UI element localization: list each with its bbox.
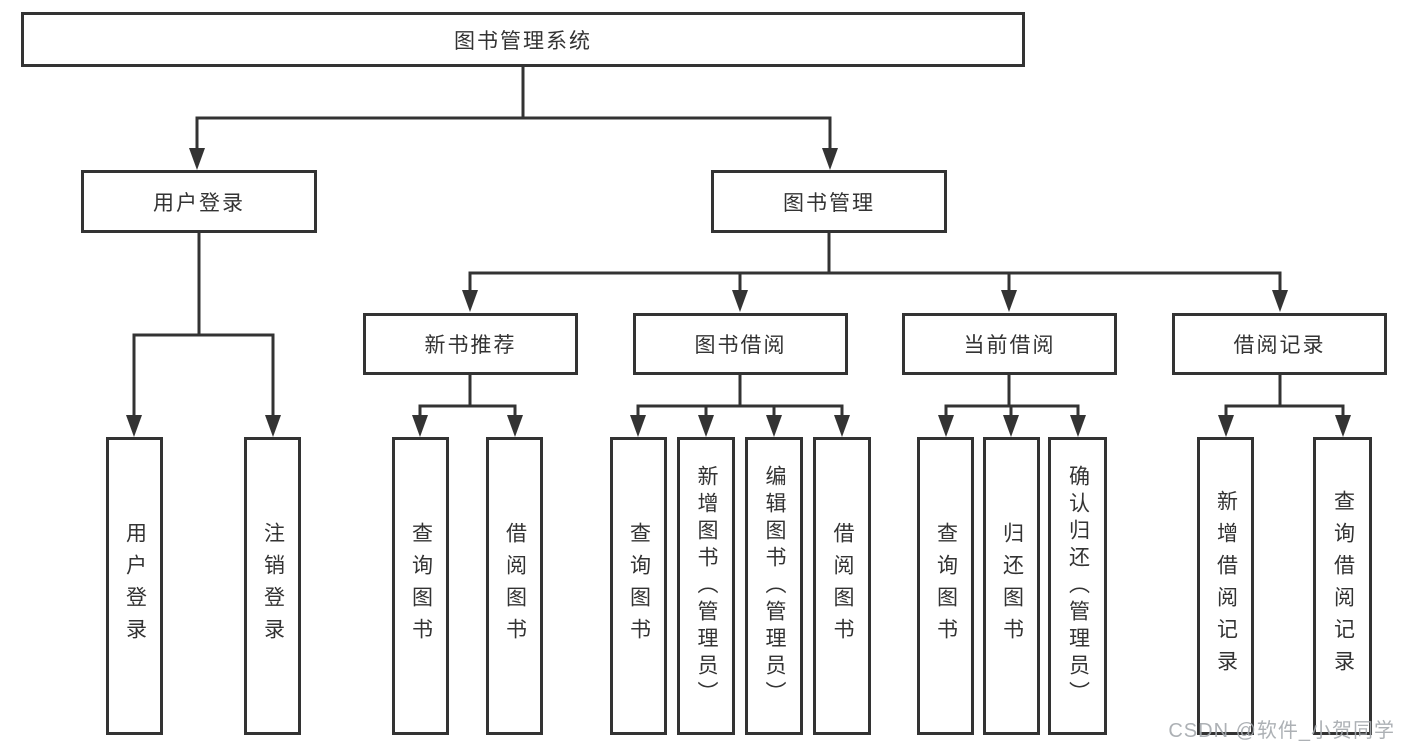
node-user-login-label: 用户登录: [153, 191, 245, 215]
node-borrow-records: 借阅记录: [1172, 313, 1387, 375]
leaf-query-borrow-record: 查询借阅记录: [1313, 437, 1372, 735]
leaf-return-books: 归还图书: [983, 437, 1040, 735]
leaf-confirm-return-admin: 确认归还（管理员）: [1048, 437, 1107, 735]
leaf-borrow-query-books-label: 查询图书: [627, 522, 651, 650]
leaf-borrow-books: 借阅图书: [813, 437, 871, 735]
node-borrow-records-label: 借阅记录: [1233, 334, 1326, 357]
connector-management-branch: [468, 232, 1282, 294]
leaf-add-borrow-record-label: 新增借阅记录: [1214, 490, 1238, 682]
leaf-recommend-query-books-label: 查询图书: [409, 522, 433, 650]
leaf-logout-label: 注销登录: [261, 522, 285, 650]
leaf-user-login: 用户登录: [106, 437, 163, 735]
leaf-borrow-query-books: 查询图书: [610, 437, 667, 735]
node-new-book-recommend-label: 新书推荐: [424, 334, 517, 357]
node-current-borrow: 当前借阅: [902, 313, 1117, 375]
csdn-watermark: CSDN @软件_小贺同学: [1168, 720, 1395, 742]
leaf-query-borrow-record-label: 查询借阅记录: [1331, 490, 1355, 682]
node-book-borrow-label: 图书借阅: [694, 334, 787, 357]
node-user-login: 用户登录: [81, 170, 317, 233]
leaf-edit-books-admin-label: 编辑图书（管理员）: [763, 464, 786, 708]
node-root-label: 图书管理系统: [454, 29, 592, 53]
leaf-add-borrow-record: 新增借阅记录: [1197, 437, 1254, 735]
node-current-borrow-label: 当前借阅: [963, 334, 1056, 357]
leaf-add-books-admin: 新增图书（管理员）: [677, 437, 735, 735]
leaf-recommend-borrow-books-label: 借阅图书: [503, 522, 527, 650]
leaf-return-books-label: 归还图书: [1000, 522, 1024, 650]
leaf-add-books-admin-label: 新增图书（管理员）: [695, 464, 718, 708]
leaf-borrow-books-label: 借阅图书: [831, 522, 854, 650]
connector-login-branch: [132, 232, 275, 419]
connector-current-branch: [944, 374, 1080, 419]
leaf-edit-books-admin: 编辑图书（管理员）: [745, 437, 803, 735]
connector-borrow-branch: [636, 374, 844, 419]
connector-recommend-branch: [418, 374, 517, 419]
node-new-book-recommend: 新书推荐: [363, 313, 578, 375]
leaf-user-login-label: 用户登录: [123, 522, 147, 650]
node-book-management-label: 图书管理: [783, 191, 875, 215]
leaf-current-query-books-label: 查询图书: [934, 522, 958, 650]
leaf-recommend-borrow-books: 借阅图书: [486, 437, 543, 735]
leaf-current-query-books: 查询图书: [917, 437, 974, 735]
arrowheads: [126, 148, 1351, 437]
leaf-recommend-query-books: 查询图书: [392, 437, 449, 735]
node-book-borrow: 图书借阅: [633, 313, 848, 375]
connector-root-branch: [195, 66, 832, 152]
leaf-confirm-return-admin-label: 确认归还（管理员）: [1066, 464, 1090, 708]
leaf-logout: 注销登录: [244, 437, 301, 735]
connector-records-branch: [1224, 374, 1345, 419]
node-book-management: 图书管理: [711, 170, 947, 233]
node-root: 图书管理系统: [21, 12, 1025, 67]
